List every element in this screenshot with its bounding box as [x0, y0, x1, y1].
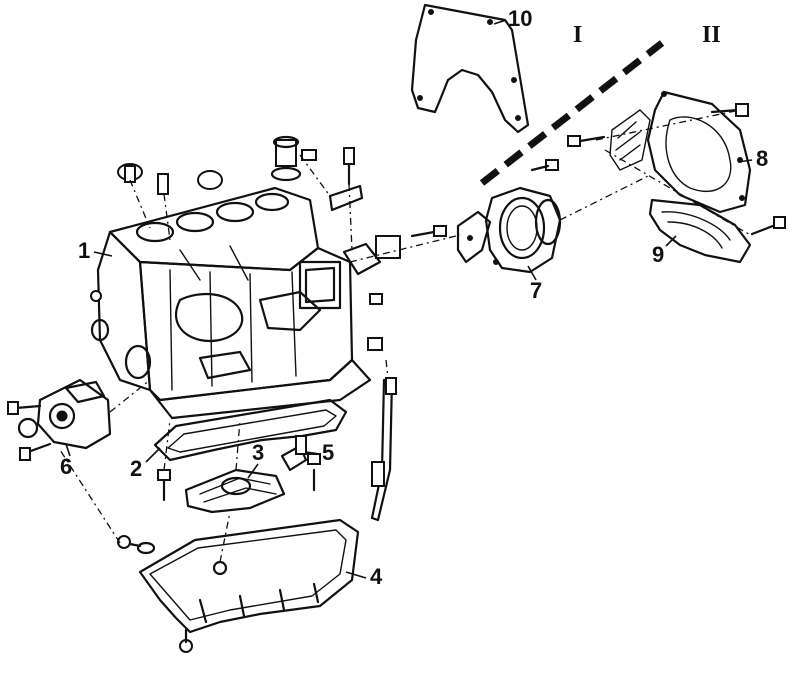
svg-text:6: 6 — [60, 454, 72, 479]
callout-8: 8 — [737, 146, 768, 171]
svg-text:2: 2 — [130, 456, 142, 481]
oil-pan-gasket-part-2 — [153, 398, 348, 462]
seal-gasket-ii — [609, 109, 651, 171]
bolt-7-upper — [530, 159, 559, 172]
svg-text:7: 7 — [530, 278, 542, 303]
drain-plug — [117, 535, 156, 555]
callout-7: 7 — [527, 265, 542, 303]
oil-pump-part-6 — [17, 378, 112, 450]
oil-pan-part-4 — [138, 518, 360, 653]
callout-1: 1 — [78, 238, 113, 263]
fitting-part-5 — [280, 435, 321, 492]
timing-cover-part-10 — [410, 3, 530, 134]
engine-block-part-1 — [90, 186, 397, 522]
bolt-upper-right — [710, 103, 749, 117]
section-divider — [479, 40, 665, 186]
svg-text:9: 9 — [652, 242, 664, 267]
lower-cover-part-9 — [648, 198, 752, 264]
callout-10: 10 — [493, 6, 532, 31]
callout-4: 4 — [345, 564, 383, 589]
bolt-7-left — [410, 225, 447, 238]
svg-text:4: 4 — [370, 564, 383, 589]
section-label-i: I — [573, 22, 582, 48]
section-label-ii: II — [702, 22, 721, 48]
svg-text:1: 1 — [78, 238, 90, 263]
bolt-2 — [157, 469, 171, 502]
callout-6: 6 — [60, 443, 72, 479]
top-small-parts — [117, 135, 401, 351]
bolt-6-lower — [19, 442, 52, 461]
oil-baffle-part-3 — [184, 468, 286, 514]
assembly-lines — [59, 109, 753, 563]
callout-5: 5 — [305, 440, 334, 465]
svg-text:8: 8 — [756, 146, 768, 171]
bolt-ii-left — [567, 135, 606, 147]
callout-9: 9 — [652, 235, 677, 267]
callout-2: 2 — [130, 447, 161, 481]
seal-carrier-part-7 — [456, 186, 562, 274]
svg-text:3: 3 — [252, 440, 264, 465]
svg-text:5: 5 — [322, 440, 334, 465]
callout-3: 3 — [247, 440, 264, 479]
svg-text:10: 10 — [508, 6, 532, 31]
bolt-6-upper — [7, 401, 42, 415]
bolt-lower-right — [750, 216, 786, 236]
